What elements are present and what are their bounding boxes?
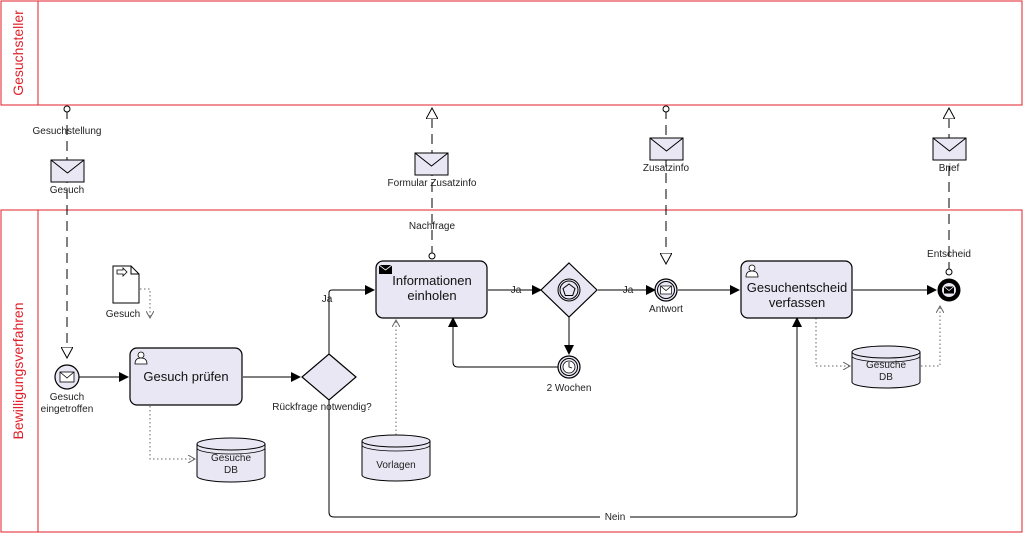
message-event-antwort[interactable] bbox=[654, 278, 678, 302]
db1-label-2: DB bbox=[224, 465, 238, 476]
envelope-formular-icon bbox=[414, 152, 449, 176]
envelope-zusatzinfo-icon bbox=[649, 137, 684, 161]
start-event-label-2: eingetroffen bbox=[41, 404, 94, 415]
end-event[interactable] bbox=[937, 278, 961, 302]
input-arrow-icon bbox=[116, 267, 128, 277]
message-event-antwort-label: Antwort bbox=[649, 304, 683, 315]
db-vorlagen-label: Vorlagen bbox=[376, 460, 415, 471]
task-gesuch-pruefen-box[interactable] bbox=[129, 347, 243, 406]
task-gesuch-pruefen[interactable]: Gesuch prüfen bbox=[129, 347, 243, 406]
user-icon bbox=[745, 264, 759, 278]
flow-label-nein-bg bbox=[600, 510, 630, 523]
lane-gesuchsteller-box bbox=[0, 0, 1023, 106]
start-event[interactable] bbox=[54, 364, 80, 390]
timer-event-label: 2 Wochen bbox=[547, 383, 592, 394]
user-icon bbox=[134, 351, 148, 365]
flow-label-ja-1: Ja bbox=[322, 294, 333, 305]
task-gesuch-pruefen-label: Gesuch prüfen bbox=[143, 369, 228, 384]
event-gateway-shape[interactable] bbox=[540, 262, 598, 318]
datastore-gesuche-db-1[interactable] bbox=[196, 437, 266, 483]
event-gateway[interactable] bbox=[540, 262, 598, 318]
msg-label-formular: Formular Zusatzinfo bbox=[388, 178, 477, 189]
task-informationen-einholen-box[interactable] bbox=[375, 260, 488, 319]
start-event-label-1: Gesuch bbox=[50, 392, 84, 403]
db1-label-1: Gesuche bbox=[211, 453, 251, 464]
msg-label-entscheid: Entscheid bbox=[927, 249, 971, 260]
flow-timer-info bbox=[448, 317, 558, 368]
sequence-flows bbox=[79, 285, 937, 518]
msg-label-nachfrage: Nachfrage bbox=[409, 221, 456, 232]
lane-gesuchsteller: Gesuchsteller bbox=[0, 0, 1023, 106]
document-shape[interactable] bbox=[112, 265, 140, 304]
msg-label-gesuchstellung: Gesuchstellung bbox=[33, 126, 102, 137]
gateway-rueckfrage[interactable] bbox=[301, 353, 357, 401]
pentagon-icon bbox=[562, 283, 576, 296]
task-info-label-2: einholen bbox=[407, 288, 456, 303]
flow-gateway-info bbox=[328, 285, 375, 355]
flow-label-ja-3: Ja bbox=[623, 285, 634, 296]
gateway-rueckfrage-label: Rückfrage notwendig? bbox=[272, 402, 372, 413]
associations bbox=[140, 288, 940, 459]
db3-label-2: DB bbox=[879, 372, 893, 383]
data-object-gesuch-label: Gesuch bbox=[106, 309, 140, 320]
msg-label-gesuch: Gesuch bbox=[50, 185, 84, 196]
flow-label-ja-2: Ja bbox=[511, 285, 522, 296]
flow-gateway-entscheid bbox=[328, 317, 802, 518]
task-informationen-einholen[interactable]: Informationen einholen bbox=[375, 260, 488, 319]
envelope-gesuch-icon bbox=[50, 159, 85, 183]
start-envelope-icon bbox=[59, 371, 75, 383]
task-entscheid-label-2: verfassen bbox=[769, 295, 825, 310]
task-gesuchentscheid-box[interactable] bbox=[740, 260, 853, 319]
gateway-rueckfrage-shape[interactable] bbox=[301, 353, 357, 401]
lane-gesuchsteller-label: Gesuchsteller bbox=[10, 10, 26, 96]
task-entscheid-label-1: Gesuchentscheid bbox=[747, 280, 847, 295]
assoc-pruefen-db1 bbox=[149, 406, 195, 459]
data-object-gesuch[interactable] bbox=[112, 265, 140, 304]
lane-bewilligungsverfahren-label: Bewilligungsverfahren bbox=[10, 303, 26, 440]
timer-event[interactable] bbox=[557, 355, 581, 379]
antwort-envelope-icon bbox=[660, 285, 672, 295]
msg-label-brief: Brief bbox=[939, 163, 960, 174]
flow-label-nein: Nein bbox=[605, 512, 626, 523]
end-envelope-icon bbox=[944, 286, 954, 294]
db3-label-1: Gesuche bbox=[866, 360, 906, 371]
task-gesuchentscheid-verfassen[interactable]: Gesuchentscheid verfassen bbox=[740, 260, 853, 319]
assoc-entscheid-db3 bbox=[815, 318, 850, 366]
message-flows bbox=[67, 108, 949, 358]
envelope-brief-icon bbox=[932, 137, 967, 161]
assoc-doc-pruefen bbox=[140, 288, 150, 318]
msg-label-zusatzinfo: Zusatzinfo bbox=[643, 163, 690, 174]
task-info-label-1: Informationen bbox=[392, 273, 472, 288]
datastore-gesuche-db-2[interactable] bbox=[851, 345, 921, 389]
send-envelope-icon bbox=[378, 264, 393, 274]
datastore-vorlagen[interactable] bbox=[361, 434, 431, 482]
